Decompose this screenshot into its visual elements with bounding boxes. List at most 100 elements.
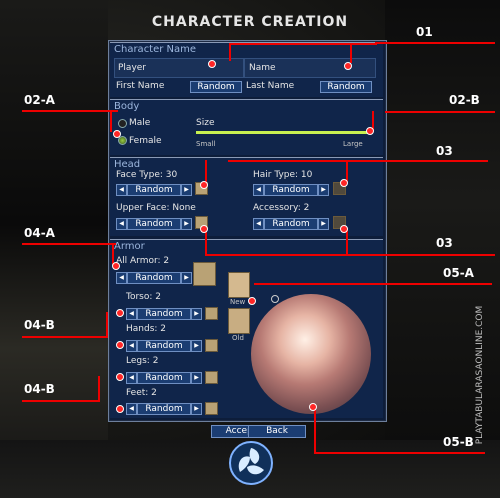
callout-03a: 03 — [436, 144, 453, 158]
legs-random-button[interactable]: Random — [137, 372, 191, 384]
old-color-label: Old — [232, 334, 244, 342]
torso-color-swatch[interactable] — [205, 307, 218, 320]
callout-03b-line — [205, 254, 495, 256]
accessory-random-button[interactable]: Random — [264, 218, 318, 230]
color-picker-icon[interactable] — [251, 294, 371, 414]
accessory-next-button[interactable]: ▶ — [318, 218, 329, 230]
callout-05a-diag — [254, 283, 284, 285]
face-type-next-button[interactable]: ▶ — [181, 184, 192, 196]
all-armor-label: All Armor: 2 — [116, 256, 170, 266]
section-header-character-name: Character Name — [114, 44, 197, 55]
all-armor-next-button[interactable]: ▶ — [181, 272, 192, 284]
all-armor-random-button[interactable]: Random — [127, 272, 181, 284]
legs-next-button[interactable]: ▶ — [191, 372, 202, 384]
callout-02a: 02-A — [24, 93, 55, 107]
callout-04b1: 04-B — [24, 318, 55, 332]
female-radio[interactable] — [118, 136, 127, 145]
accessory-prev-button[interactable]: ◀ — [253, 218, 264, 230]
legs-prev-button[interactable]: ◀ — [126, 372, 137, 384]
color-picker-handle[interactable] — [271, 295, 279, 303]
callout-04b2-line — [22, 400, 100, 402]
new-color-label: New — [230, 298, 246, 306]
callout-01-line — [375, 42, 495, 44]
hands-color-swatch[interactable] — [205, 339, 218, 352]
old-color-swatch — [228, 308, 250, 334]
callout-04b2-dot-a — [116, 373, 124, 381]
face-type-label: Face Type: 30 — [116, 170, 178, 180]
hair-type-next-button[interactable]: ▶ — [318, 184, 329, 196]
hands-prev-button[interactable]: ◀ — [126, 340, 137, 352]
callout-03b-dot-b — [340, 225, 348, 233]
back-button[interactable]: Back — [248, 425, 306, 438]
callout-02a-dot — [113, 130, 121, 138]
last-name-input[interactable] — [244, 58, 376, 78]
all-armor-color-swatch[interactable] — [193, 262, 216, 286]
callout-03b-diag2 — [346, 228, 348, 255]
callout-05a-dot — [248, 297, 256, 305]
callout-03a-line — [228, 160, 488, 162]
first-name-random-button[interactable]: Random — [190, 81, 242, 93]
callout-01-branch-a — [229, 43, 231, 61]
callout-02a-line — [22, 110, 118, 112]
size-label: Size — [196, 118, 215, 128]
new-color-swatch — [228, 272, 250, 298]
callout-01-branch-a-h — [229, 43, 377, 45]
callout-01-branch-b — [350, 43, 352, 63]
callout-04a: 04-A — [24, 226, 55, 240]
female-label: Female — [129, 136, 162, 146]
callout-02a-diag — [110, 110, 112, 132]
hair-type-prev-button[interactable]: ◀ — [253, 184, 264, 196]
section-header-armor: Armor — [114, 241, 145, 252]
callout-01-dot-b — [344, 62, 352, 70]
callout-05b-dot — [309, 403, 317, 411]
feet-next-button[interactable]: ▶ — [191, 403, 202, 415]
male-label: Male — [129, 118, 151, 128]
torso-prev-button[interactable]: ◀ — [126, 308, 137, 320]
callout-03a-diag — [205, 160, 207, 184]
legs-color-swatch[interactable] — [205, 371, 218, 384]
torso-random-button[interactable]: Random — [137, 308, 191, 320]
callout-05b: 05-B — [443, 435, 474, 449]
watermark: PLAYTABULARASAONLINE.COM — [475, 306, 485, 445]
callout-03b: 03 — [436, 236, 453, 250]
torso-next-button[interactable]: ▶ — [191, 308, 202, 320]
last-name-random-button[interactable]: Random — [320, 81, 372, 93]
callout-04a-line — [22, 243, 116, 245]
callout-01-dot-a — [208, 60, 216, 68]
callout-05b-line — [315, 452, 485, 454]
face-type-random-button[interactable]: Random — [127, 184, 181, 196]
size-slider-track[interactable] — [196, 131, 370, 134]
accessory-label: Accessory: 2 — [253, 203, 310, 213]
upper-face-random-button[interactable]: Random — [127, 218, 181, 230]
legs-label: Legs: 2 — [126, 356, 159, 366]
first-name-value: Player — [118, 63, 147, 73]
section-header-head: Head — [114, 159, 141, 170]
hair-type-label: Hair Type: 10 — [253, 170, 313, 180]
feet-color-swatch[interactable] — [205, 402, 218, 415]
torso-label: Torso: 2 — [126, 292, 161, 302]
male-radio[interactable] — [118, 119, 127, 128]
callout-05a-line — [282, 283, 492, 285]
upper-face-label: Upper Face: None — [116, 203, 196, 213]
callout-03a-dot-a — [200, 181, 208, 189]
callout-04b1-diag — [106, 312, 108, 338]
feet-label: Feet: 2 — [126, 388, 157, 398]
hands-random-button[interactable]: Random — [137, 340, 191, 352]
face-type-prev-button[interactable]: ◀ — [116, 184, 127, 196]
all-armor-prev-button[interactable]: ◀ — [116, 272, 127, 284]
first-name-label: First Name — [116, 81, 165, 91]
hands-label: Hands: 2 — [126, 324, 167, 334]
feet-prev-button[interactable]: ◀ — [126, 403, 137, 415]
hair-type-random-button[interactable]: Random — [264, 184, 318, 196]
callout-03b-dot-a — [200, 225, 208, 233]
page-title: CHARACTER CREATION — [151, 14, 349, 30]
size-large-label: Large — [343, 140, 363, 148]
callout-04b1-dot-b — [116, 341, 124, 349]
callout-04b1-line — [22, 336, 108, 338]
feet-random-button[interactable]: Random — [137, 403, 191, 415]
upper-face-next-button[interactable]: ▶ — [181, 218, 192, 230]
upper-face-prev-button[interactable]: ◀ — [116, 218, 127, 230]
hands-next-button[interactable]: ▶ — [191, 340, 202, 352]
callout-03b-diag — [205, 228, 207, 255]
